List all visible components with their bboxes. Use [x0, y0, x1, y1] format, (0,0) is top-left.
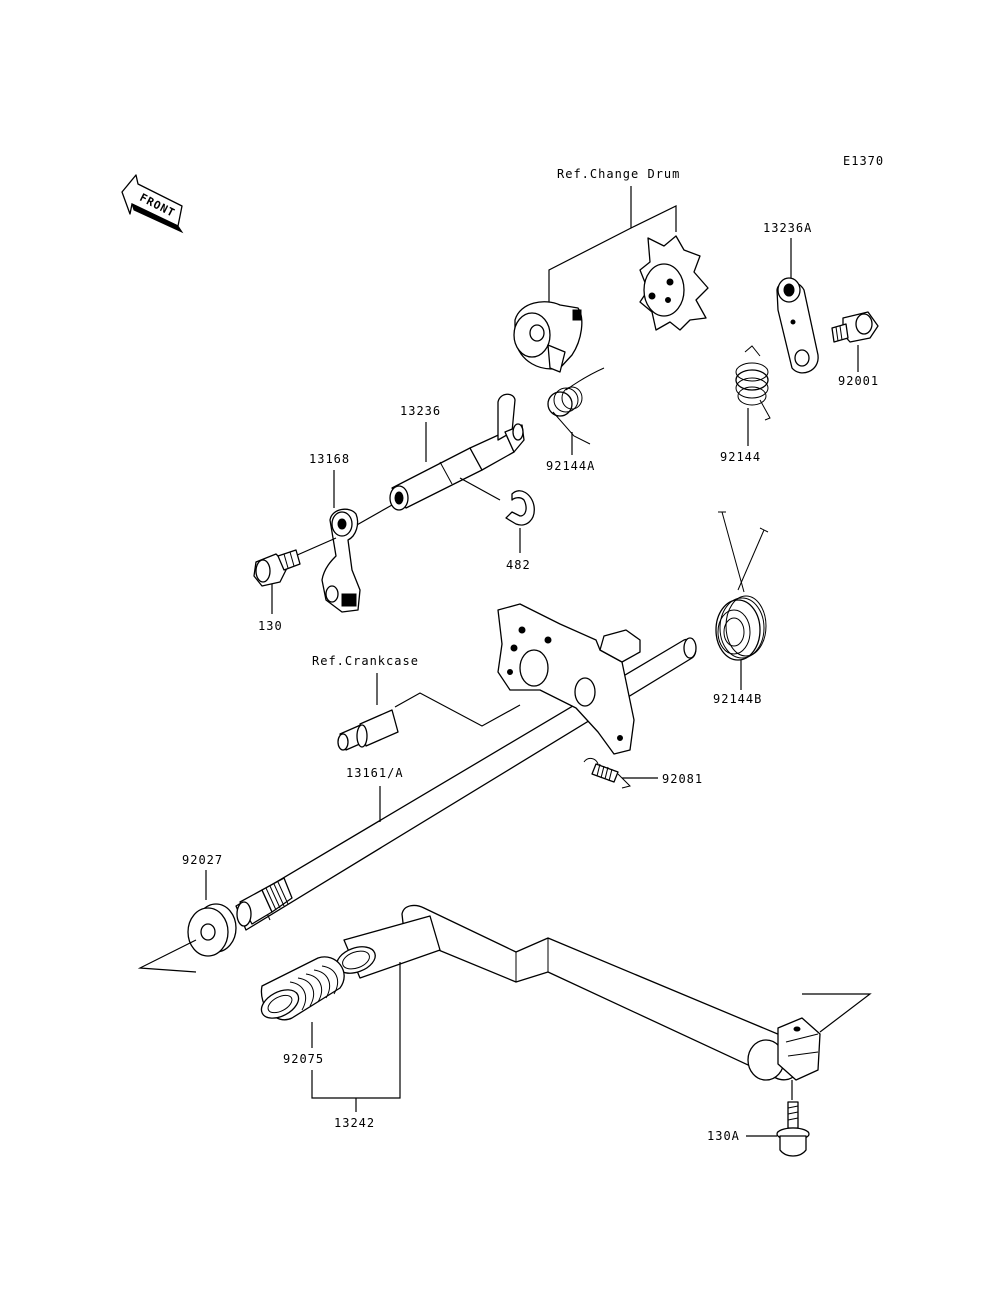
- label-13236: 13236: [400, 404, 441, 418]
- shaft-13236: [389, 393, 525, 511]
- washer-92027: [187, 903, 237, 957]
- label-13161A: 13161/A: [346, 766, 404, 780]
- label-13236A: 13236A: [763, 221, 812, 235]
- front-arrow-icon: FRONT: [121, 174, 184, 234]
- circlip-482: [505, 490, 535, 526]
- label-13242: 13242: [334, 1116, 375, 1130]
- spring-92144B: [715, 511, 769, 661]
- shift-shaft-13161A: [235, 637, 697, 931]
- alignment-line-right: [802, 993, 872, 1033]
- spring-92144A: [547, 367, 605, 445]
- change-drum-cam: [513, 301, 583, 373]
- label-92075: 92075: [283, 1052, 324, 1066]
- pedal-peg: [336, 915, 441, 979]
- bolt-130A: [776, 1101, 810, 1157]
- label-92027: 92027: [182, 853, 223, 867]
- label-92144A: 92144A: [546, 459, 595, 473]
- alignment-line-left: [137, 939, 197, 973]
- label-ref-change-drum: Ref.Change Drum: [557, 167, 680, 181]
- gear-selector-plate: [497, 603, 641, 755]
- spring-92081: [583, 757, 631, 789]
- label-92144: 92144: [720, 450, 761, 464]
- leader-130-axis: [294, 537, 337, 557]
- change-drum-star: [639, 235, 709, 331]
- label-ref-crankcase: Ref.Crankcase: [312, 654, 419, 668]
- diagram-code: E1370: [843, 154, 884, 168]
- leader-change-drum-a: [548, 186, 632, 312]
- leader-482-axis: [459, 477, 501, 501]
- bolt-92001: [831, 311, 879, 343]
- bolt-130: [253, 549, 301, 587]
- leader-13168-axis: [354, 504, 393, 527]
- label-92144B: 92144B: [713, 692, 762, 706]
- shift-pedal-13242: [401, 904, 821, 1081]
- label-92001: 92001: [838, 374, 879, 388]
- label-130A: 130A: [707, 1129, 740, 1143]
- label-13168: 13168: [309, 452, 350, 466]
- label-482: 482: [506, 558, 531, 572]
- label-92081: 92081: [662, 772, 703, 786]
- crankcase-pin: [337, 709, 399, 751]
- peg-rubber-92075: [260, 956, 345, 1021]
- lever-13236A: [776, 277, 819, 374]
- leader-crankcase-pin: [394, 692, 521, 727]
- leader-change-drum-b: [630, 205, 677, 232]
- spring-92144: [735, 345, 771, 421]
- arm-13168: [321, 508, 361, 613]
- label-130: 130: [258, 619, 283, 633]
